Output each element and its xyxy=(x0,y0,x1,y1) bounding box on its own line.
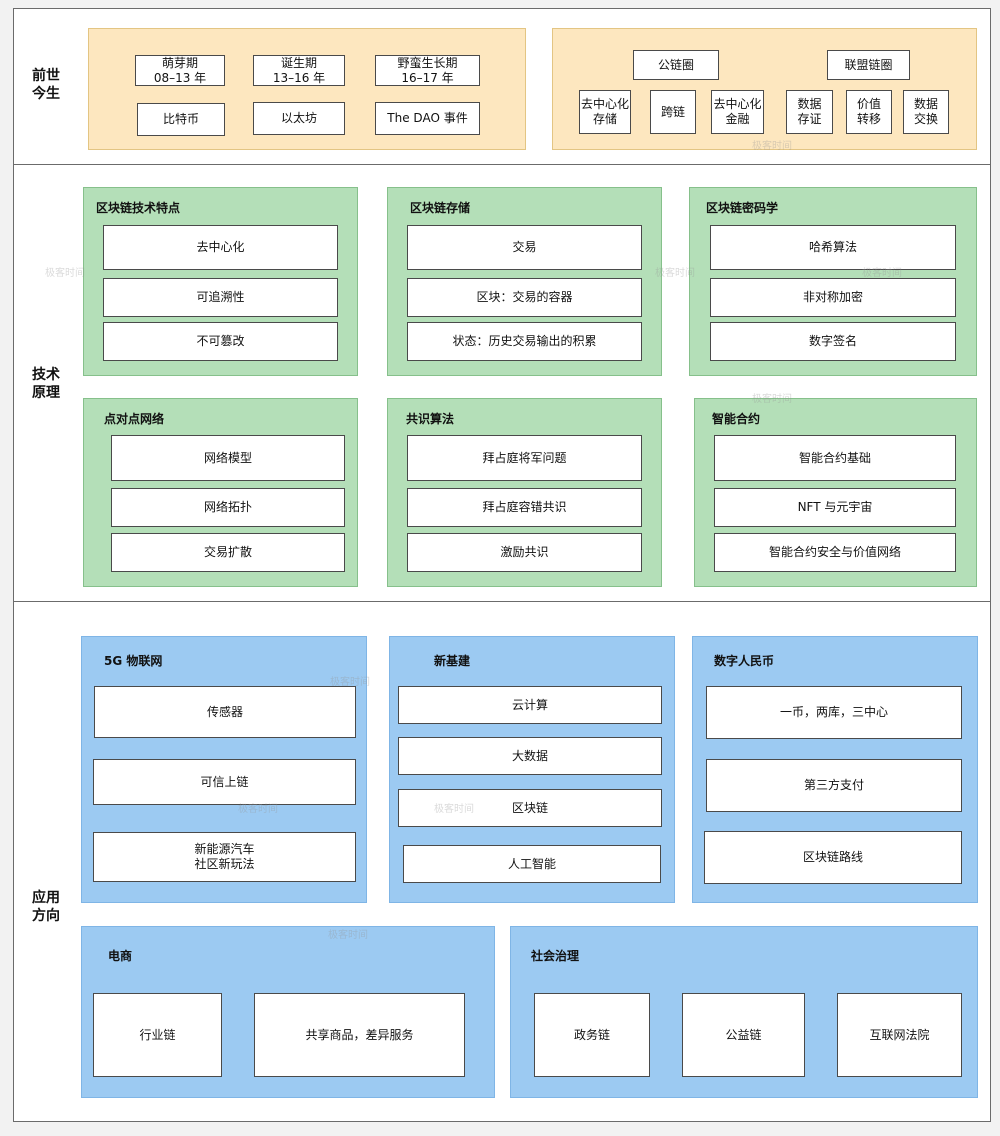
consensus-box: 激励共识 xyxy=(407,533,642,572)
watermark: 极客时间 xyxy=(752,394,792,405)
circle-item-box: 跨链 xyxy=(650,90,696,134)
event-box: The DAO 事件 xyxy=(375,102,480,135)
dcep-box: 一币，两库，三中心 xyxy=(706,686,962,739)
public-chain-circle-box: 公链圈 xyxy=(633,50,719,80)
row-label-apps: 应用 方向 xyxy=(32,890,60,924)
infra-box: 人工智能 xyxy=(403,845,661,883)
contract-box: 智能合约安全与价值网络 xyxy=(714,533,956,572)
panel-title: 数字人民币 xyxy=(714,654,775,668)
panel-title: 点对点网络 xyxy=(104,412,165,426)
panel-title: 智能合约 xyxy=(712,412,761,426)
consensus-box: 拜占庭将军问题 xyxy=(407,435,642,481)
governance-box: 政务链 xyxy=(534,993,650,1077)
watermark: 极客时间 xyxy=(752,141,792,152)
p2p-box: 网络拓扑 xyxy=(111,488,345,527)
event-box: 以太坊 xyxy=(253,102,345,135)
infra-box: 区块链 xyxy=(398,789,662,827)
watermark: 极客时间 xyxy=(862,268,902,279)
watermark: 极客时间 xyxy=(238,804,278,815)
panel-title: 共识算法 xyxy=(406,412,455,426)
ecommerce-box: 行业链 xyxy=(93,993,222,1077)
governance-box: 互联网法院 xyxy=(837,993,962,1077)
panel-title: 新基建 xyxy=(434,654,471,668)
watermark: 极客时间 xyxy=(330,677,370,688)
p2p-box: 网络模型 xyxy=(111,435,345,481)
watermark: 极客时间 xyxy=(45,268,85,279)
row-label-history: 前世 今生 xyxy=(32,68,60,102)
circle-item-box: 去中心化 金融 xyxy=(711,90,764,134)
feature-box: 不可篡改 xyxy=(103,322,338,361)
period-box: 萌芽期 08–13 年 xyxy=(135,55,225,86)
watermark: 极客时间 xyxy=(434,804,474,815)
crypto-box: 数字签名 xyxy=(710,322,956,361)
watermark: 极客时间 xyxy=(655,268,695,279)
dcep-box: 区块链路线 xyxy=(704,831,962,884)
panel-title: 电商 xyxy=(108,949,133,963)
period-box: 诞生期 13–16 年 xyxy=(253,55,345,86)
row-divider-2 xyxy=(13,601,991,602)
crypto-box: 非对称加密 xyxy=(710,278,956,317)
infra-box: 大数据 xyxy=(398,737,662,775)
panel-title: 社会治理 xyxy=(531,949,580,963)
row-divider-1 xyxy=(13,164,991,165)
alliance-chain-circle-box: 联盟链圈 xyxy=(827,50,910,80)
circle-item-box: 价值 转移 xyxy=(846,90,892,134)
governance-box: 公益链 xyxy=(682,993,805,1077)
watermark: 极客时间 xyxy=(328,930,368,941)
storage-box: 区块：交易的容器 xyxy=(407,278,642,317)
ecommerce-box: 共享商品，差异服务 xyxy=(254,993,465,1077)
consensus-box: 拜占庭容错共识 xyxy=(407,488,642,527)
dcep-box: 第三方支付 xyxy=(706,759,962,812)
panel-title: 区块链密码学 xyxy=(706,201,779,215)
crypto-box: 哈希算法 xyxy=(710,225,956,270)
iot-box: 传感器 xyxy=(94,686,356,738)
circle-item-box: 去中心化 存储 xyxy=(579,90,631,134)
event-box: 比特币 xyxy=(137,103,225,136)
panel-title: 区块链技术特点 xyxy=(96,201,181,215)
iot-box: 新能源汽车 社区新玩法 xyxy=(93,832,356,882)
circle-item-box: 数据 存证 xyxy=(786,90,833,134)
contract-box: 智能合约基础 xyxy=(714,435,956,481)
p2p-box: 交易扩散 xyxy=(111,533,345,572)
contract-box: NFT 与元宇宙 xyxy=(714,488,956,527)
panel-title: 5G 物联网 xyxy=(104,654,163,668)
iot-box: 可信上链 xyxy=(93,759,356,805)
storage-box: 状态：历史交易输出的积累 xyxy=(407,322,642,361)
period-box: 野蛮生长期 16–17 年 xyxy=(375,55,480,86)
panel-title: 区块链存储 xyxy=(410,201,471,215)
feature-box: 去中心化 xyxy=(103,225,338,270)
infra-box: 云计算 xyxy=(398,686,662,724)
feature-box: 可追溯性 xyxy=(103,278,338,317)
row-label-tech: 技术 原理 xyxy=(32,367,60,401)
storage-box: 交易 xyxy=(407,225,642,270)
circle-item-box: 数据 交换 xyxy=(903,90,949,134)
